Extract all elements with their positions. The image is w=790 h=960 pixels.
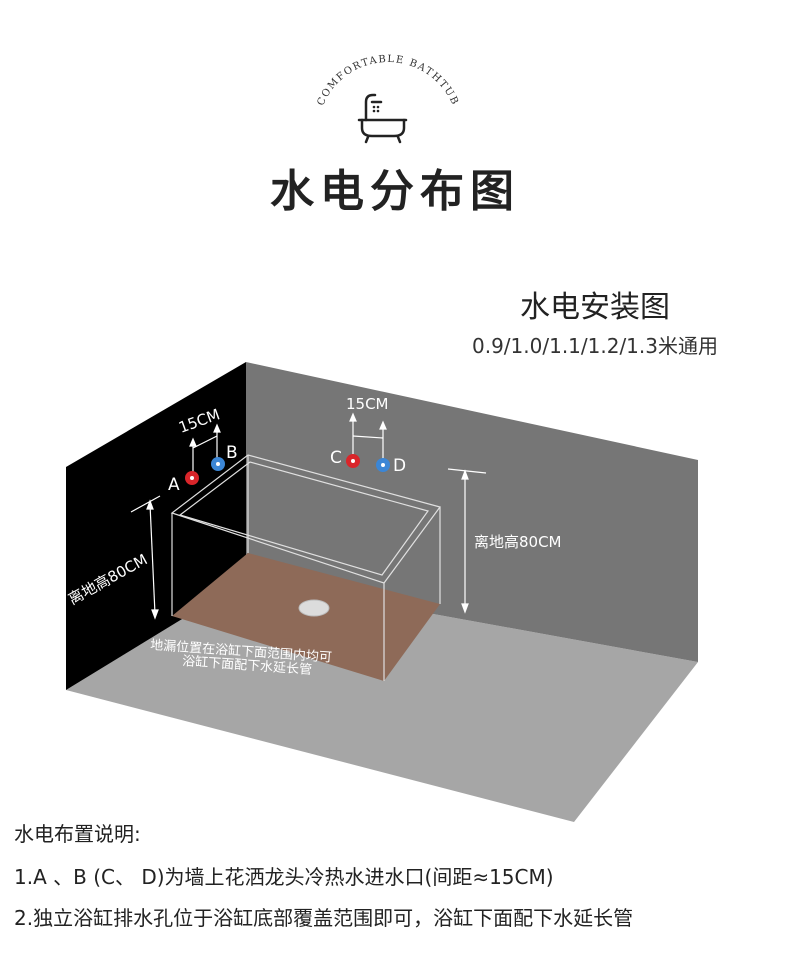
left-spacing-arrows bbox=[189, 423, 221, 472]
diagram-title: 水电安装图 bbox=[520, 290, 670, 325]
page-title: 水电分布图 bbox=[270, 166, 520, 217]
notes-title: 水电布置说明: bbox=[14, 822, 141, 846]
tub-outline bbox=[170, 454, 442, 681]
right-spacing-arrows bbox=[349, 412, 387, 460]
notes-line-2: 2.独立浴缸排水孔位于浴缸底部覆盖范围即可，浴缸下面配下水延长管 bbox=[14, 906, 634, 930]
inlet-a-label: A bbox=[168, 475, 180, 495]
bathtub-shower-icon bbox=[357, 93, 408, 144]
brand-logo: COMFORTABLE BATHTUB bbox=[316, 54, 461, 144]
inlet-b-label: B bbox=[226, 443, 238, 463]
right-spacing-label: 15CM bbox=[346, 395, 389, 413]
layout-notes: 水电布置说明: 1.A 、B (C、 D)为墙上花洒龙头冷热水进水口(间距≈15… bbox=[14, 818, 784, 943]
logo-arc-text: COMFORTABLE BATHTUB bbox=[316, 54, 461, 108]
size-compat-note: 0.9/1.0/1.1/1.2/1.3米通用 bbox=[472, 334, 718, 358]
inlet-d-label: D bbox=[393, 456, 406, 476]
drain-hole bbox=[298, 599, 330, 617]
notes-line-1: 1.A 、B (C、 D)为墙上花洒龙头冷热水进水口(间距≈15CM) bbox=[14, 865, 554, 889]
left-height-dimension bbox=[130, 495, 161, 620]
tub-footprint bbox=[172, 553, 440, 681]
right-height-label: 离地高80CM bbox=[474, 533, 562, 551]
floor-plane bbox=[66, 580, 698, 822]
inlet-c-label: C bbox=[330, 448, 342, 468]
installation-diagram: 15CM A B 15CM C D 离地高80CM 离地高80CM 地漏位置在浴… bbox=[65, 362, 698, 822]
right-height-dimension bbox=[447, 468, 487, 614]
